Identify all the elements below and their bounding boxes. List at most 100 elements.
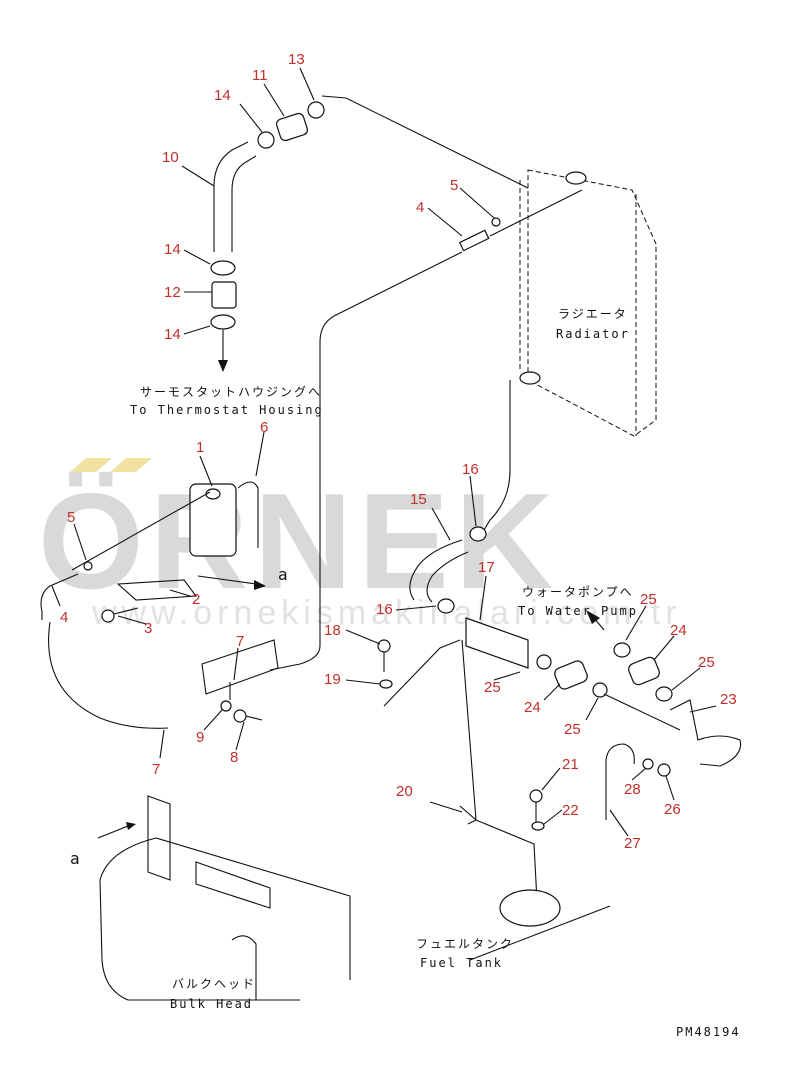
bulkhead-top <box>99 837 351 980</box>
bracket-20-foot <box>459 805 477 825</box>
view-a-arrow-shaft <box>197 575 257 585</box>
callout-21: 21 <box>562 756 579 773</box>
clamp-14-top <box>257 131 275 149</box>
washer-9 <box>220 700 232 712</box>
hose-12 <box>211 281 237 309</box>
callout-16-lower: 16 <box>376 601 393 618</box>
radiator <box>519 169 657 437</box>
clamp-16-upper <box>469 526 487 542</box>
clamp-13 <box>307 101 325 119</box>
thermostat-arrow-head <box>218 360 228 372</box>
bolt-18-head <box>377 639 391 653</box>
clamp-28 <box>642 758 654 770</box>
bracket-2 <box>116 579 198 601</box>
clamp-25-c <box>613 642 631 658</box>
callout-18: 18 <box>324 622 341 639</box>
caption-thermostat-en: To Thermostat Housing <box>130 403 324 417</box>
connector-block-17 <box>465 617 529 669</box>
washer-19 <box>379 679 393 689</box>
hose-24-a <box>554 660 588 690</box>
callout-14-bottom: 14 <box>164 326 181 343</box>
clamp-14-mid <box>210 260 236 276</box>
callout-9: 9 <box>196 729 204 746</box>
callout-3: 3 <box>144 620 152 637</box>
watermark-accent-right <box>110 458 152 472</box>
callout-19: 19 <box>324 671 341 688</box>
radiator-cap-tube <box>489 189 583 237</box>
callout-4-upper: 4 <box>416 199 424 216</box>
callout-8: 8 <box>230 749 238 766</box>
clamp-25-d <box>655 686 673 702</box>
overflow-tube <box>269 251 463 671</box>
drawing-number: PM48194 <box>676 1025 741 1039</box>
callout-4-lower: 4 <box>60 609 68 626</box>
watermark-url: www.ornekismakinalari.com.tr <box>91 594 682 632</box>
clamp-25-b <box>592 682 608 698</box>
caption-bulkhead-jp: バルクヘッド <box>172 977 256 991</box>
callout-numbers: 13 11 14 10 14 12 14 5 4 1 6 5 4 2 3 7 9… <box>60 51 737 852</box>
hose-15-outer <box>409 539 463 601</box>
hose-11 <box>275 112 309 142</box>
bulkhead-plate <box>147 795 171 881</box>
clamp-5-upper <box>491 217 501 227</box>
view-a-bulkhead-arrow-shaft <box>97 825 129 839</box>
elbow-10-inner <box>231 155 257 252</box>
bulkhead-mount <box>195 861 271 909</box>
callout-13: 13 <box>288 51 305 68</box>
reservoir-assembly <box>40 481 279 729</box>
bolt-8-head <box>233 709 247 723</box>
reservoir-tank-1 <box>189 483 237 557</box>
upper-hose-assembly <box>210 95 529 372</box>
callout-16-upper: 16 <box>462 461 479 478</box>
pump-pipe-line <box>603 693 681 731</box>
callout-1: 1 <box>196 439 204 456</box>
view-label-a-upper: a <box>278 565 290 584</box>
radiator-lower-pipe <box>483 380 511 531</box>
radiator-outline <box>527 169 657 437</box>
caption-waterpump-en: To Water Pump <box>518 604 638 618</box>
view-a-bulkhead-arrow-head <box>126 822 136 830</box>
callout-6: 6 <box>260 419 268 436</box>
callout-2: 2 <box>192 591 200 608</box>
callout-23: 23 <box>720 691 737 708</box>
caption-bulkhead-en: Bulk Head <box>170 997 253 1011</box>
tube-27 <box>605 743 635 820</box>
bolt-3-shank <box>113 607 139 615</box>
radiator-upper-pipe <box>321 95 529 189</box>
clamp-16-lower <box>437 598 455 614</box>
callout-25-left: 25 <box>484 679 501 696</box>
caption-radiator-jp: ラジエータ <box>558 307 628 321</box>
leader-lines <box>51 67 717 837</box>
washer-22 <box>531 821 545 831</box>
callout-26: 26 <box>664 801 681 818</box>
caption-fueltank-jp: フュエルタンク <box>416 937 514 951</box>
callout-24-right: 24 <box>670 622 687 639</box>
caption-waterpump-jp: ウォータポンプへ <box>522 585 634 599</box>
callout-11: 11 <box>252 67 268 84</box>
overflow-hose-6 <box>237 481 259 548</box>
bulkhead-body <box>99 879 300 1001</box>
callout-5-upper: 5 <box>450 177 458 194</box>
bulkhead-rim <box>231 935 257 1000</box>
callout-14-top: 14 <box>214 87 231 104</box>
bulkhead <box>97 795 351 1001</box>
fuel-tank-cap <box>499 889 561 927</box>
callout-15: 15 <box>410 491 427 508</box>
callout-7-upper: 7 <box>236 633 244 650</box>
callout-20: 20 <box>396 783 413 800</box>
water-pump-arrow-head <box>586 610 600 624</box>
callout-27: 27 <box>624 835 641 852</box>
bolt-8-shank <box>245 715 263 721</box>
reservoir-tube-line <box>71 491 211 571</box>
callout-14-mid: 14 <box>164 241 181 258</box>
fuel-tank-edge <box>469 905 611 961</box>
tube-4-upper <box>458 229 490 252</box>
bracket-20 <box>461 639 539 921</box>
tube-4-lower <box>40 573 79 620</box>
pipe-23 <box>669 699 742 767</box>
reservoir-cap <box>205 488 221 500</box>
clamp-5-lower <box>83 561 93 571</box>
callout-28: 28 <box>624 781 641 798</box>
